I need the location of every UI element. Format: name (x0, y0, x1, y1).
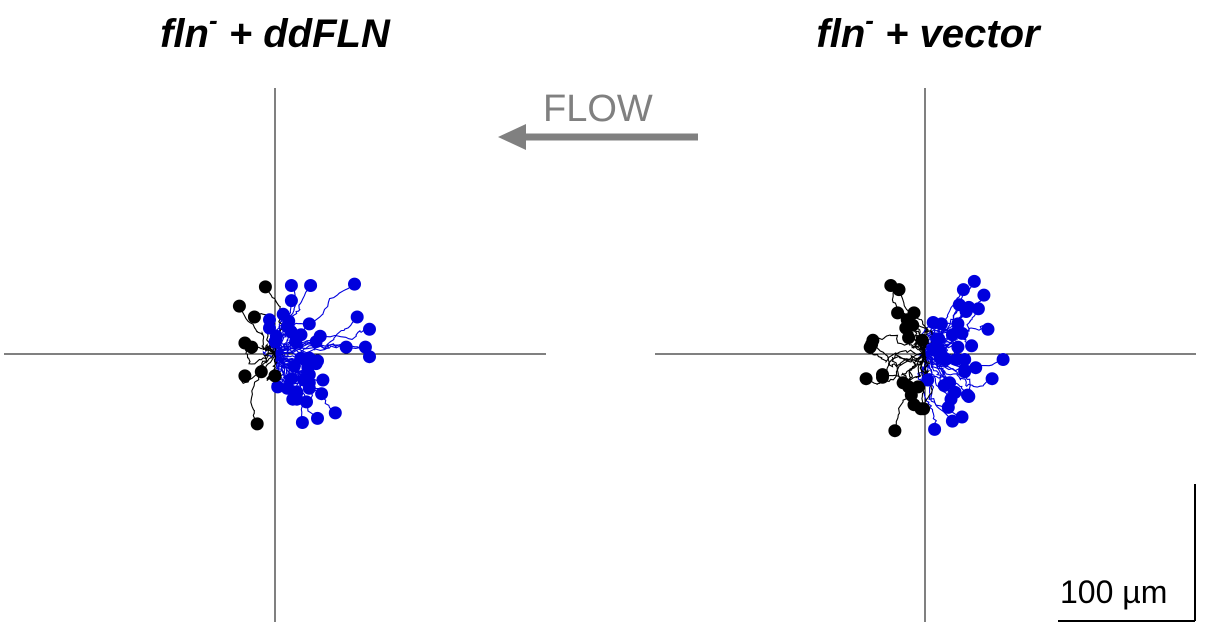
trajectory-endpoint (914, 402, 928, 416)
trajectory-path (274, 316, 358, 355)
trajectory-endpoint (958, 363, 972, 377)
title-main: fln (160, 12, 209, 56)
trajectory-path (921, 353, 938, 430)
trajectory-endpoint (959, 305, 973, 318)
title-main: fln (816, 12, 866, 56)
trajectory-path (260, 346, 276, 372)
trajectory-endpoint (955, 326, 969, 340)
scale-bar (1058, 484, 1196, 622)
trajectory-endpoint (284, 294, 298, 308)
trajectory-endpoint (892, 283, 906, 297)
trajectory-endpoint (859, 372, 873, 386)
trajectory-endpoint (996, 353, 1010, 366)
trajectory-endpoint (943, 376, 957, 390)
trajectory-endpoint (309, 335, 323, 349)
trajectory-path (924, 353, 971, 397)
trajectory-endpoint (915, 333, 929, 347)
trajectory-endpoint (969, 361, 983, 375)
trajectory-endpoint (902, 331, 916, 345)
endpoint-group (232, 274, 1010, 438)
trajectory-endpoint (328, 406, 342, 420)
flow-label: FLOW (543, 88, 653, 130)
trajectory-endpoint (287, 359, 301, 373)
trajectory-endpoint (962, 390, 976, 403)
trajectory-endpoint (254, 365, 268, 379)
trajectory-endpoint (921, 373, 935, 387)
panel-title-ddfln: fln- + ddFLN (90, 4, 460, 60)
trajectory-endpoint (271, 380, 285, 394)
trajectory-endpoint (891, 306, 905, 320)
trajectory-group (238, 281, 1004, 431)
trajectory-endpoint (289, 335, 303, 349)
panel-title-vector: fln- + vector (748, 4, 1108, 60)
trajectory-path (238, 305, 276, 355)
trajectory-endpoint (876, 370, 889, 384)
trajectory-endpoint (967, 274, 981, 288)
title-superscript: - (208, 4, 218, 35)
title-rest: + ddFLN (217, 12, 390, 56)
trajectory-endpoint (268, 335, 282, 349)
trajectory-endpoint (977, 288, 991, 302)
trajectory-endpoint (284, 279, 298, 292)
trajectory-endpoint (348, 277, 361, 291)
trajectory-endpoint (928, 422, 942, 436)
axes-group (4, 88, 1196, 622)
trajectory-endpoint (934, 317, 948, 331)
trajectory-endpoint (232, 299, 246, 313)
title-superscript: - (865, 4, 874, 35)
trajectory-endpoint (951, 340, 965, 354)
trajectory-endpoint (268, 369, 282, 383)
trajectory-endpoint (939, 353, 952, 366)
trajectory-endpoint (250, 417, 264, 431)
trajectory-endpoint (945, 414, 959, 428)
trajectory-endpoint (956, 283, 970, 297)
trajectory-endpoint (985, 372, 999, 386)
trajectory-endpoint (339, 340, 353, 354)
trajectory-endpoint (316, 373, 330, 387)
trajectory-path (250, 353, 276, 425)
title-rest: + vector (873, 12, 1040, 56)
trajectory-path (865, 353, 926, 386)
trajectory-endpoint (315, 387, 329, 401)
trajectory-path (869, 347, 926, 364)
trajectory-endpoint (363, 350, 376, 364)
trajectory-endpoint (350, 310, 364, 324)
trajectory-endpoint (245, 340, 259, 354)
trajectory-endpoint (363, 322, 376, 336)
flow-arrow-icon (498, 124, 698, 150)
trajectory-endpoint (971, 302, 985, 316)
trajectory-endpoint (863, 340, 877, 354)
trajectory-endpoint (888, 424, 902, 438)
scale-bar-label: 100 µm (1060, 574, 1168, 610)
trajectory-endpoint (302, 381, 316, 395)
trajectory-path (274, 283, 355, 355)
trajectory-endpoint (258, 280, 272, 294)
trajectory-endpoint (302, 317, 316, 331)
trajectory-endpoint (965, 339, 979, 353)
trajectory-endpoint (247, 310, 261, 324)
trajectory-endpoint (304, 279, 318, 292)
trajectory-endpoint (300, 395, 313, 409)
trajectory-endpoint (981, 322, 995, 336)
trajectory-endpoint (945, 328, 959, 342)
trajectory-endpoint (941, 400, 955, 414)
trajectory-endpoint (295, 416, 309, 429)
flow-arrow-head (498, 124, 526, 150)
trajectory-endpoint (286, 392, 300, 406)
trajectory-endpoint (958, 353, 972, 366)
trajectory-endpoint (311, 411, 324, 425)
trajectory-endpoint (238, 369, 252, 383)
